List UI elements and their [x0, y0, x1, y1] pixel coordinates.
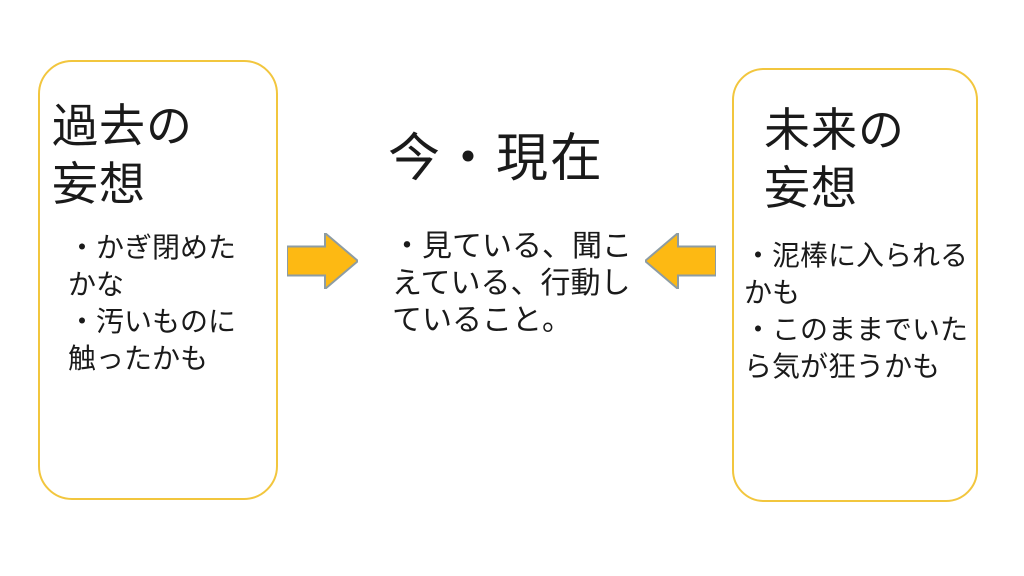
- left-arrow-shape: [645, 233, 716, 289]
- left-arrow-icon: [645, 233, 716, 289]
- future-delusions-box: 未来の妄想 ・泥棒に入られるかも ・このままでいたら気が狂うかも: [732, 68, 978, 502]
- future-box-title: 未来の妄想: [764, 105, 905, 214]
- future-bullet-1: ・泥棒に入られるかも: [744, 241, 969, 309]
- past-bullet-1: ・かぎ閉めたかな: [68, 233, 237, 301]
- present-body: ・見ている、聞こえている、行動していること。: [392, 230, 632, 337]
- future-bullet-2: ・このままでいたら気が狂うかも: [744, 315, 969, 383]
- present-title: 今・現在: [388, 131, 605, 188]
- past-delusions-box: 過去の妄想 ・かぎ閉めたかな ・汚いものに触ったかも: [38, 60, 278, 500]
- future-box-bullets: ・泥棒に入られるかも ・このままでいたら気が狂うかも: [744, 238, 976, 386]
- right-arrow-icon: [287, 233, 358, 289]
- past-box-title: 過去の妄想: [52, 101, 193, 210]
- right-arrow-shape: [287, 233, 358, 289]
- past-box-bullets: ・かぎ閉めたかな ・汚いものに触ったかも: [68, 230, 260, 378]
- past-bullet-2: ・汚いものに触ったかも: [68, 307, 237, 375]
